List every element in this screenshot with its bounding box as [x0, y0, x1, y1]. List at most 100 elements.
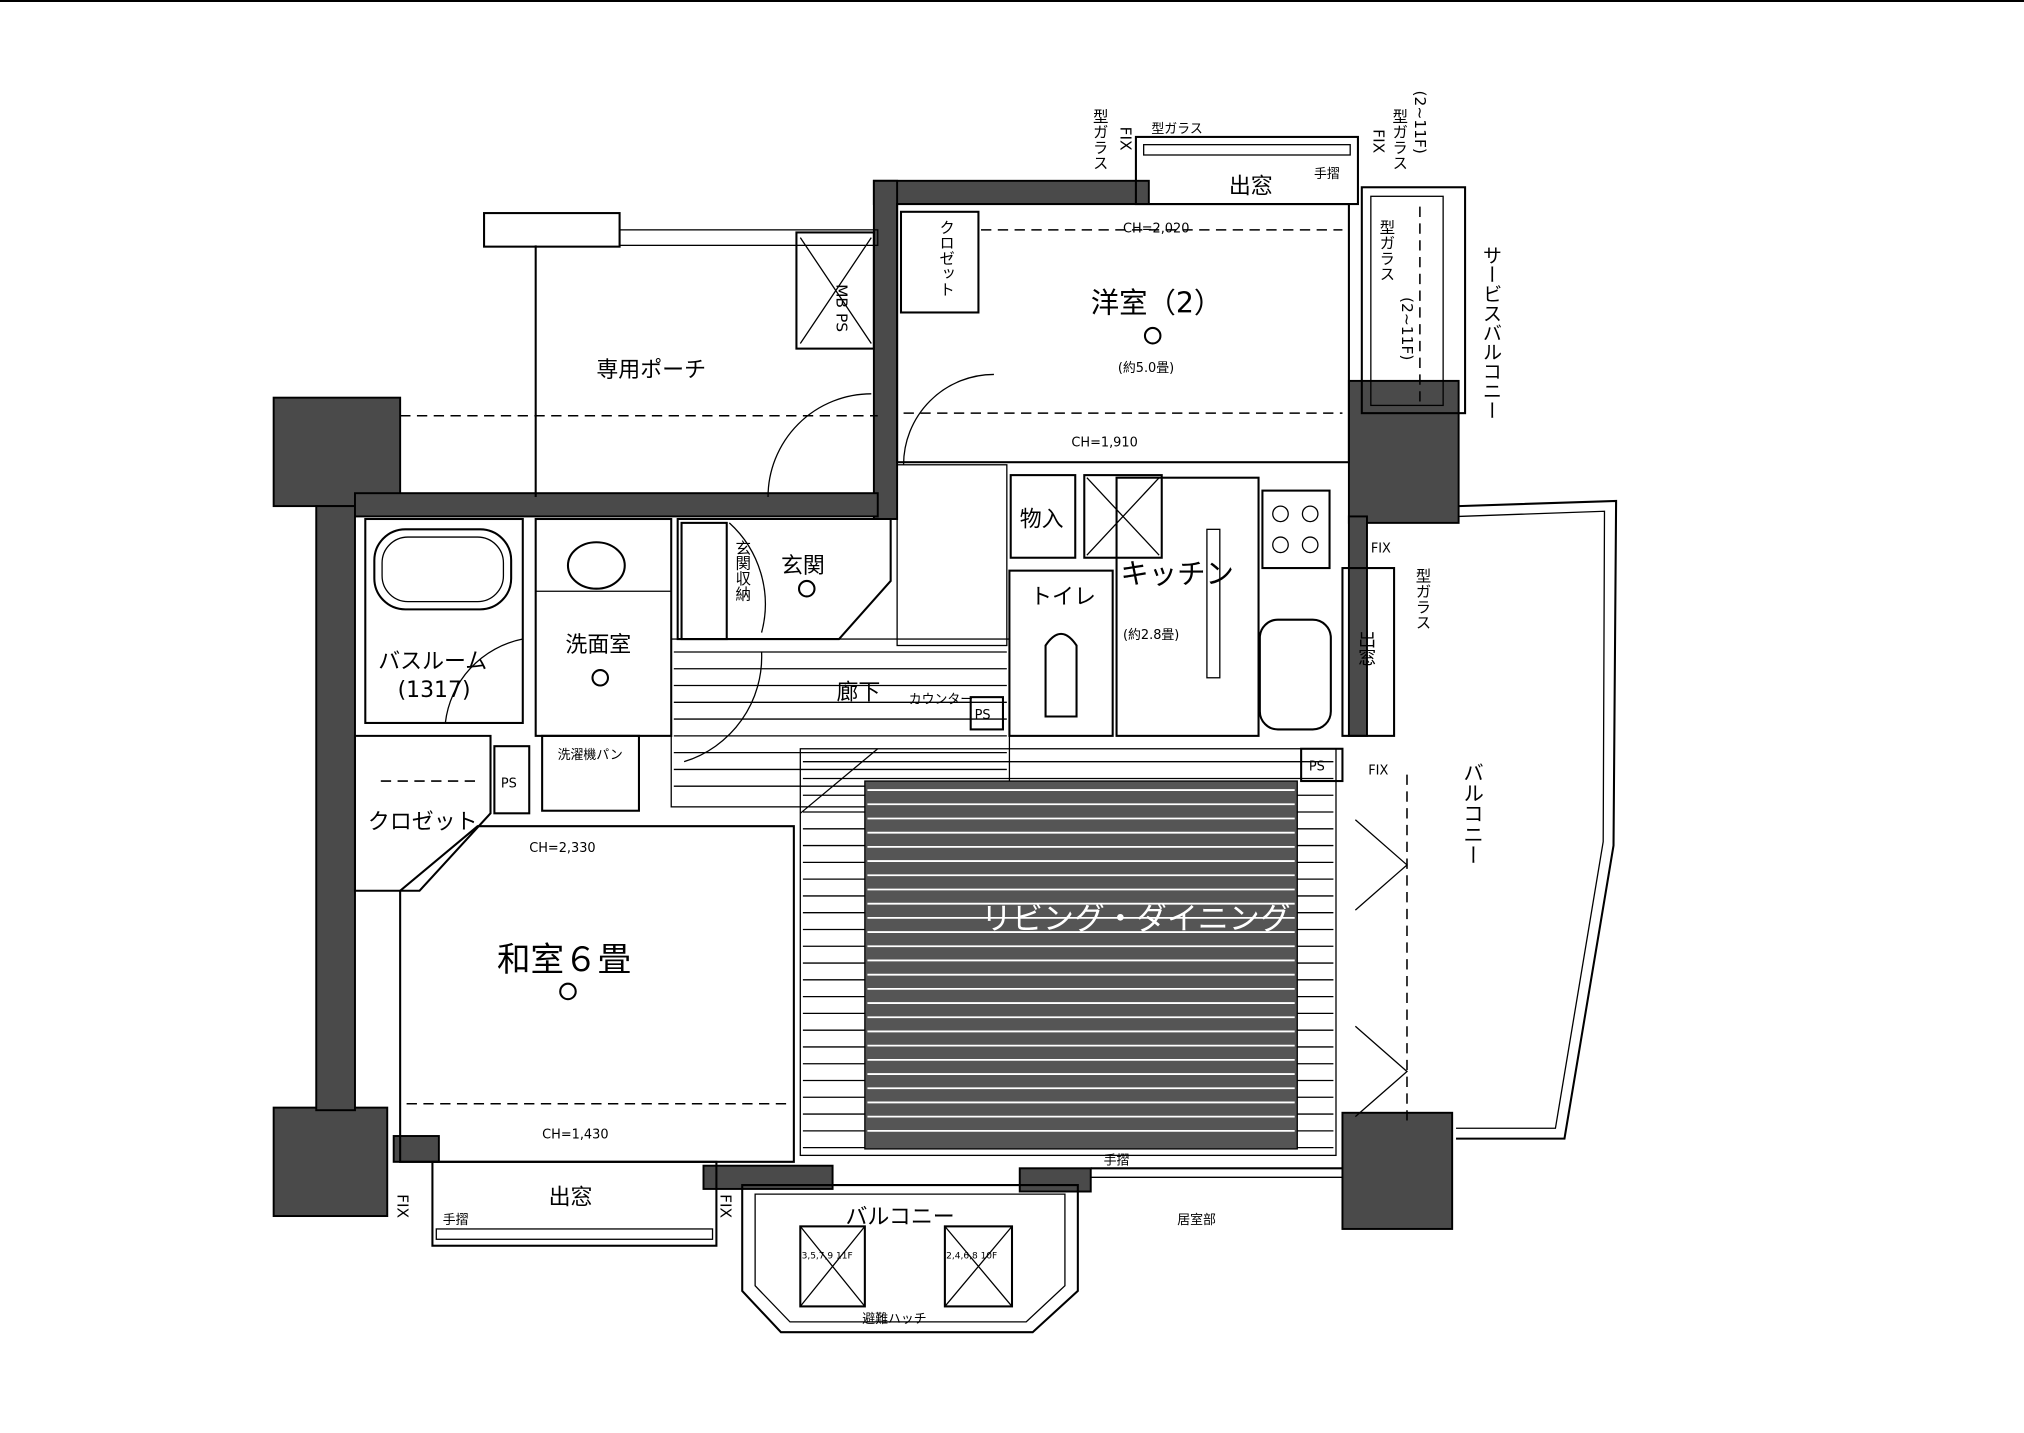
western-closet-label: クロゼット	[937, 220, 955, 297]
porch-rail	[618, 229, 879, 246]
pillar-top-left	[272, 396, 402, 508]
laundry-pan	[541, 734, 640, 812]
pillar-bottom-left	[272, 1106, 389, 1218]
patterned-glass-floors: (2~11F)	[1411, 90, 1429, 153]
counter-label: カウンター	[909, 693, 973, 708]
washroom[interactable]	[534, 517, 673, 737]
fix-bottom-left: FIX	[394, 1194, 412, 1218]
living-floor	[799, 748, 1337, 1157]
door-swing-western	[902, 373, 994, 465]
pillar-right	[1347, 379, 1460, 524]
western-room-label: 洋室（2）	[1091, 286, 1223, 319]
ps-left	[493, 745, 531, 815]
wall-bottom-mid	[702, 1164, 834, 1190]
pillar-bottom-right	[1341, 1111, 1454, 1230]
kitchen-size: (約2.8畳)	[1123, 628, 1179, 643]
patterned-glass-right: 型ガラス	[1390, 108, 1408, 170]
fix-kitchen-top: FIX	[1371, 542, 1391, 557]
wall-kitchen-right	[1347, 515, 1368, 737]
handrail-bottom: 手摺	[443, 1213, 469, 1228]
escape-hatch-right	[943, 1225, 1014, 1308]
japanese-room-label: 和室６畳	[497, 940, 631, 979]
entrance[interactable]	[676, 517, 892, 641]
corridor-label: 廊下	[836, 681, 880, 706]
bathroom-label: バスルーム	[378, 650, 487, 675]
hatch-right-floors: 2,4,6,8 10F	[946, 1252, 997, 1262]
bay-window-top-label: 出窓	[1229, 175, 1273, 200]
toilet[interactable]	[1008, 569, 1114, 737]
mb-ps-label: MB PS	[833, 284, 851, 332]
ps-mid-label: PS	[975, 708, 991, 723]
closet-left-label: クロゼット	[368, 810, 478, 835]
western-ch-top: CH=2,020	[1123, 221, 1189, 236]
bay-window-top	[1134, 135, 1359, 206]
balcony-bottom	[741, 1184, 1079, 1334]
japanese-ch-bottom: CH=1,430	[542, 1128, 608, 1143]
hatch-left-floors: 3,5,7,9 11F	[802, 1252, 853, 1262]
balcony-right-label: バルコニー	[1460, 762, 1484, 865]
wall-bottom-right	[1018, 1167, 1092, 1193]
door-swing-bath	[444, 638, 523, 724]
wall-top	[872, 179, 1150, 206]
japanese-room[interactable]	[399, 825, 795, 1163]
kitchen-counter	[1206, 528, 1221, 679]
ceiling-light-icon	[1143, 326, 1162, 345]
sink-icon	[1258, 618, 1332, 731]
porch-label: 専用ポーチ	[596, 358, 706, 383]
wall-bottom-left	[392, 1135, 440, 1163]
western-ch-bottom: CH=1,910	[1071, 436, 1137, 451]
washbasin-icon	[566, 541, 626, 590]
fix-kitchen-bottom: FIX	[1368, 764, 1388, 779]
bay-window-bottom	[431, 1160, 718, 1247]
living-label: リビング・ダイニング	[981, 901, 1291, 937]
handrail-top: 手摺	[1314, 167, 1340, 182]
entrance-label: 玄関	[781, 554, 825, 579]
bay-window-bottom-label: 出窓	[549, 1185, 593, 1210]
wall-bath-top	[354, 492, 879, 518]
balcony-right	[1456, 499, 1618, 1140]
laundry-pan-label: 洗濯機パン	[558, 748, 623, 763]
living-dining[interactable]	[864, 780, 1298, 1150]
closet-left	[353, 734, 492, 892]
western-closet[interactable]	[899, 210, 980, 314]
bay-window-kitchen-label: 出窓	[1355, 630, 1376, 666]
bathroom[interactable]	[364, 517, 524, 724]
bathroom-size: (1317)	[398, 678, 471, 703]
western-room[interactable]	[896, 203, 1350, 464]
washroom-label: 洗面室	[565, 633, 631, 658]
top-border	[0, 0, 2024, 2]
bathtub-icon	[373, 528, 513, 611]
mb-ps-box	[795, 231, 875, 350]
japanese-ch-top: CH=2,330	[529, 841, 595, 856]
western-room-size: (約5.0畳)	[1118, 361, 1174, 376]
ps-right-label: PS	[1309, 760, 1325, 775]
outdoor-unit-label: 居室部	[1177, 1212, 1216, 1228]
service-balcony-label: サービスバルコニー	[1479, 245, 1502, 419]
ps-mid	[969, 696, 1004, 731]
escape-hatch-label: 避難ハッチ	[862, 1312, 926, 1327]
patterned-glass-left: 型ガラス	[1091, 108, 1109, 170]
patterned-glass-side-floors: (2~11F)	[1398, 297, 1416, 360]
bay-window-kitchen	[1341, 567, 1396, 737]
toilet-label: トイレ	[1030, 585, 1096, 610]
entrance-storage-label: 玄関収納	[733, 539, 751, 602]
patterned-glass-kitchen: 型ガラス	[1413, 568, 1431, 630]
door-swing-entrance	[767, 393, 872, 498]
fix-bottom-right: FIX	[716, 1194, 734, 1218]
patterned-glass-top: 型ガラス	[1151, 122, 1202, 137]
service-balcony	[1360, 186, 1467, 415]
kitchen-duct	[1083, 474, 1163, 559]
handrail-living: 手摺	[1104, 1153, 1130, 1168]
fix-top-right: FIX	[1370, 129, 1388, 153]
kitchen[interactable]	[1115, 476, 1260, 737]
ps-left-label: PS	[501, 776, 517, 791]
entrance-storage	[680, 521, 728, 641]
storage	[1009, 474, 1077, 559]
escape-hatch-left	[799, 1225, 866, 1308]
wall-left	[315, 505, 356, 1112]
storage-label: 物入	[1020, 508, 1064, 533]
fix-top-left: FIX	[1117, 127, 1135, 151]
patterned-glass-side: 型ガラス	[1377, 219, 1395, 281]
stove-icon	[1261, 489, 1331, 570]
